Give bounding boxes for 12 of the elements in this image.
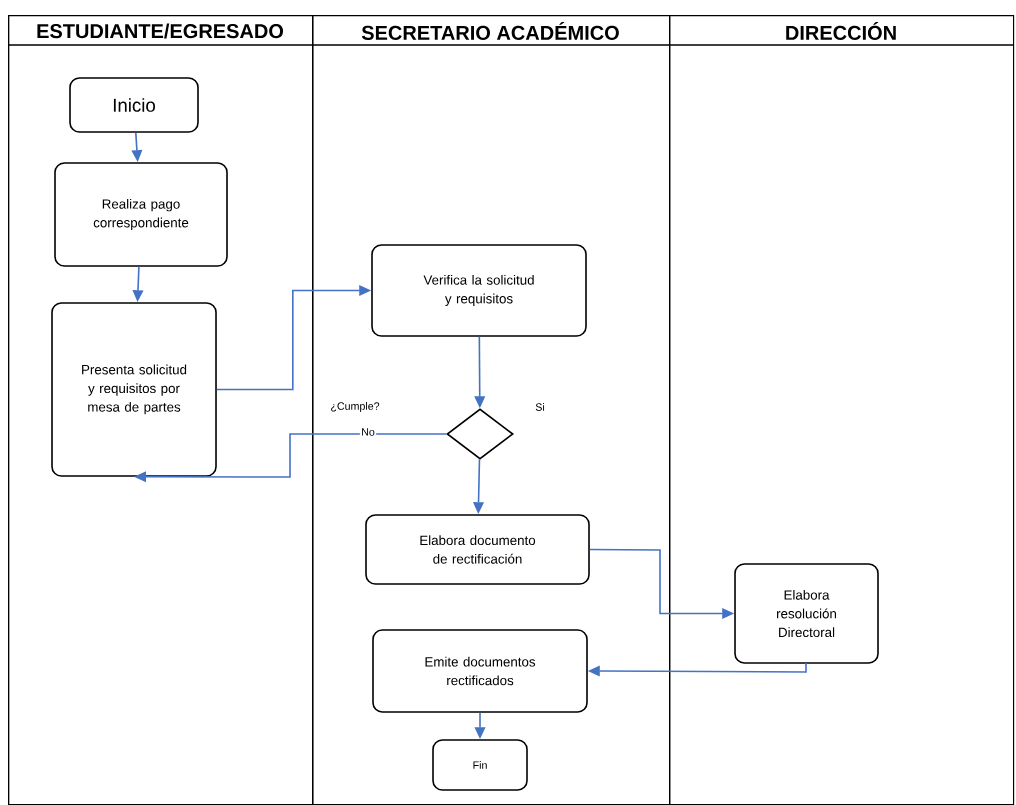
edge-label: No [359, 426, 377, 438]
decision-diamond [446, 408, 514, 460]
process-box: Verifica la solicitud y requisitos [371, 244, 587, 337]
process-box: Presenta solicitud y requisitos por mesa de partes [51, 302, 217, 477]
process-box: Elabora documento de rectificación [365, 514, 590, 585]
process-box: Elabora resolución Directoral [734, 563, 879, 664]
process-box: Emite documentos rectificados [372, 629, 588, 713]
process-box: Realiza pago correspondiente [54, 162, 228, 267]
decision-label: ¿Cumple? [331, 402, 380, 412]
process-box: Inicio [69, 77, 199, 133]
process-box: Fin [432, 739, 528, 791]
decision-label: Si [535, 403, 545, 411]
